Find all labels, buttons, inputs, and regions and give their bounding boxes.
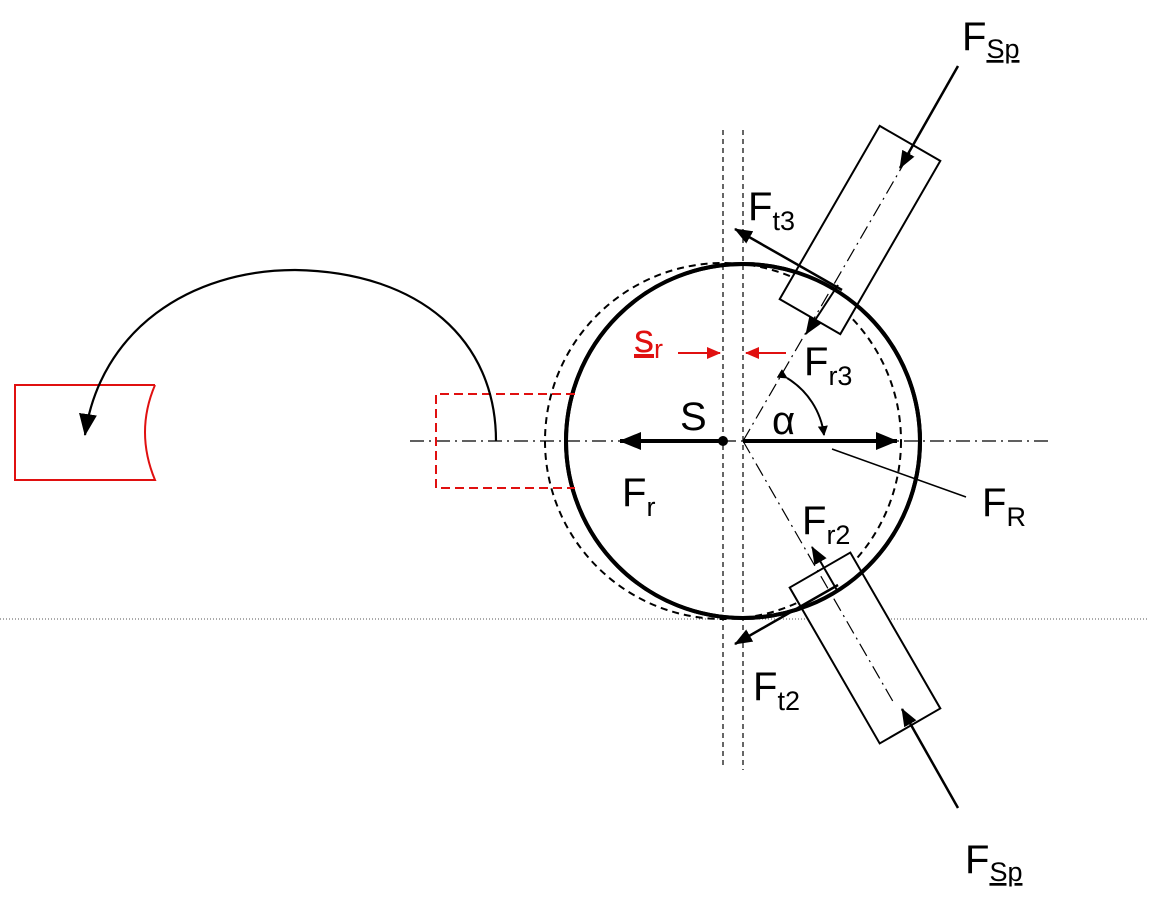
f-sp-bottom-label: FSp [965, 838, 1022, 887]
workpiece-circle-overlay [564, 262, 922, 620]
f-R-leader-line [831, 448, 967, 498]
dashed-workpiece-circle [544, 262, 902, 620]
center-point-s [718, 436, 728, 446]
f-sp-top-arrow [898, 65, 960, 169]
f-r-label: Fr [622, 471, 655, 522]
tool-outline [14, 384, 157, 481]
f-r2-arrow [811, 546, 839, 593]
f-t3-arrow [734, 227, 843, 292]
f-sp-top-label: FSp [962, 15, 1019, 64]
f-t2-arrow [734, 583, 839, 646]
f-r2-label: Fr2 [802, 499, 850, 550]
upper-roller [778, 124, 942, 336]
tool-movement-arrow [79, 268, 498, 442]
s-label: S [680, 395, 707, 439]
f-t2-label: Ft2 [753, 665, 800, 716]
lower-roller-axis [742, 440, 896, 706]
f-r3-label: Fr3 [804, 340, 852, 391]
f-t3-label: Ft3 [748, 185, 795, 236]
f-r3-arrow [805, 284, 839, 335]
f-sp-bottom-arrow [900, 708, 960, 809]
lower-roller [788, 551, 942, 745]
alpha-label: α [772, 399, 795, 443]
dashed-tool-outline [435, 393, 575, 489]
s-r-label: sr [634, 317, 663, 364]
alpha-angle-arc [776, 369, 828, 436]
f-R-label: FR [982, 481, 1026, 532]
upper-roller-axis [742, 152, 911, 442]
